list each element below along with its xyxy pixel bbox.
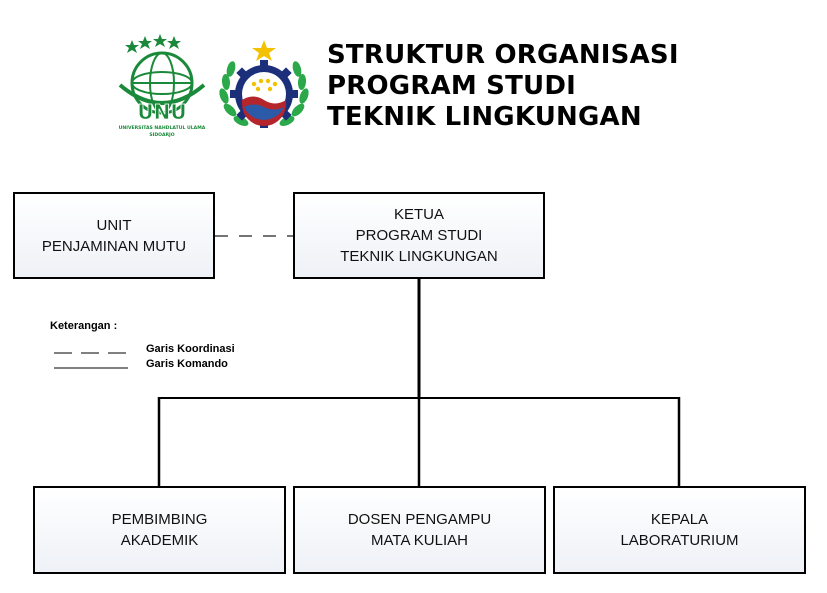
- svg-text:UNU: UNU: [137, 100, 186, 124]
- title-line-3: TEKNIK LINGKUNGAN: [327, 102, 642, 132]
- box-label: MATA KULIAH: [371, 532, 468, 549]
- box-label: AKADEMIK: [120, 532, 199, 549]
- legend-dashed-label: Garis Koordinasi: [146, 343, 235, 355]
- box-dosen-pengampu: DOSEN PENGAMPU MATA KULIAH: [293, 486, 546, 574]
- teknik-lingkungan-emblem: [219, 40, 309, 128]
- chart-title: STRUKTUR ORGANISASI PROGRAM STUDI TEKNIK…: [327, 40, 679, 133]
- legend-title: Keterangan :: [50, 320, 118, 332]
- title-line-2: PROGRAM STUDI: [327, 71, 577, 101]
- box-label: PROGRAM STUDI: [355, 227, 483, 244]
- box-label: TEKNIK LINGKUNGAN: [340, 248, 498, 265]
- box-label: KETUA: [393, 206, 444, 223]
- box-label: UNIT: [96, 216, 132, 234]
- box-ketua-program-studi: KETUA PROGRAM STUDI TEKNIK LINGKUNGAN: [293, 192, 545, 279]
- star-icon: [252, 40, 276, 61]
- box-unit-penjaminan-mutu: UNIT PENJAMINAN MUTU: [13, 192, 215, 279]
- star-icon: [167, 36, 181, 49]
- star-icon: [138, 36, 152, 49]
- box-label: PENJAMINAN MUTU: [41, 237, 187, 255]
- box-label: KEPALA: [650, 511, 709, 528]
- svg-text:UNIVERSITAS NAHDLATUL ULAMA: UNIVERSITAS NAHDLATUL ULAMA: [119, 125, 206, 131]
- box-kepala-laboraturium: KEPALA LABORATURIUM: [553, 486, 806, 574]
- star-icon: [153, 34, 167, 47]
- laurel-icon: [219, 61, 309, 126]
- box-label: LABORATURIUM: [620, 532, 739, 549]
- star-icon: [125, 40, 139, 53]
- title-line-1: STRUKTUR ORGANISASI: [327, 40, 679, 70]
- box-pembimbing-akademik: PEMBIMBING AKADEMIK: [33, 486, 286, 574]
- svg-text:SIDOARJO: SIDOARJO: [149, 132, 174, 138]
- box-label: DOSEN PENGAMPU: [347, 511, 492, 528]
- legend-solid-label: Garis Komando: [146, 358, 228, 370]
- box-label: PEMBIMBING: [111, 511, 208, 528]
- unu-logo: UNU UNIVERSITAS NAHDLATUL ULAMA SIDOARJO: [119, 34, 206, 138]
